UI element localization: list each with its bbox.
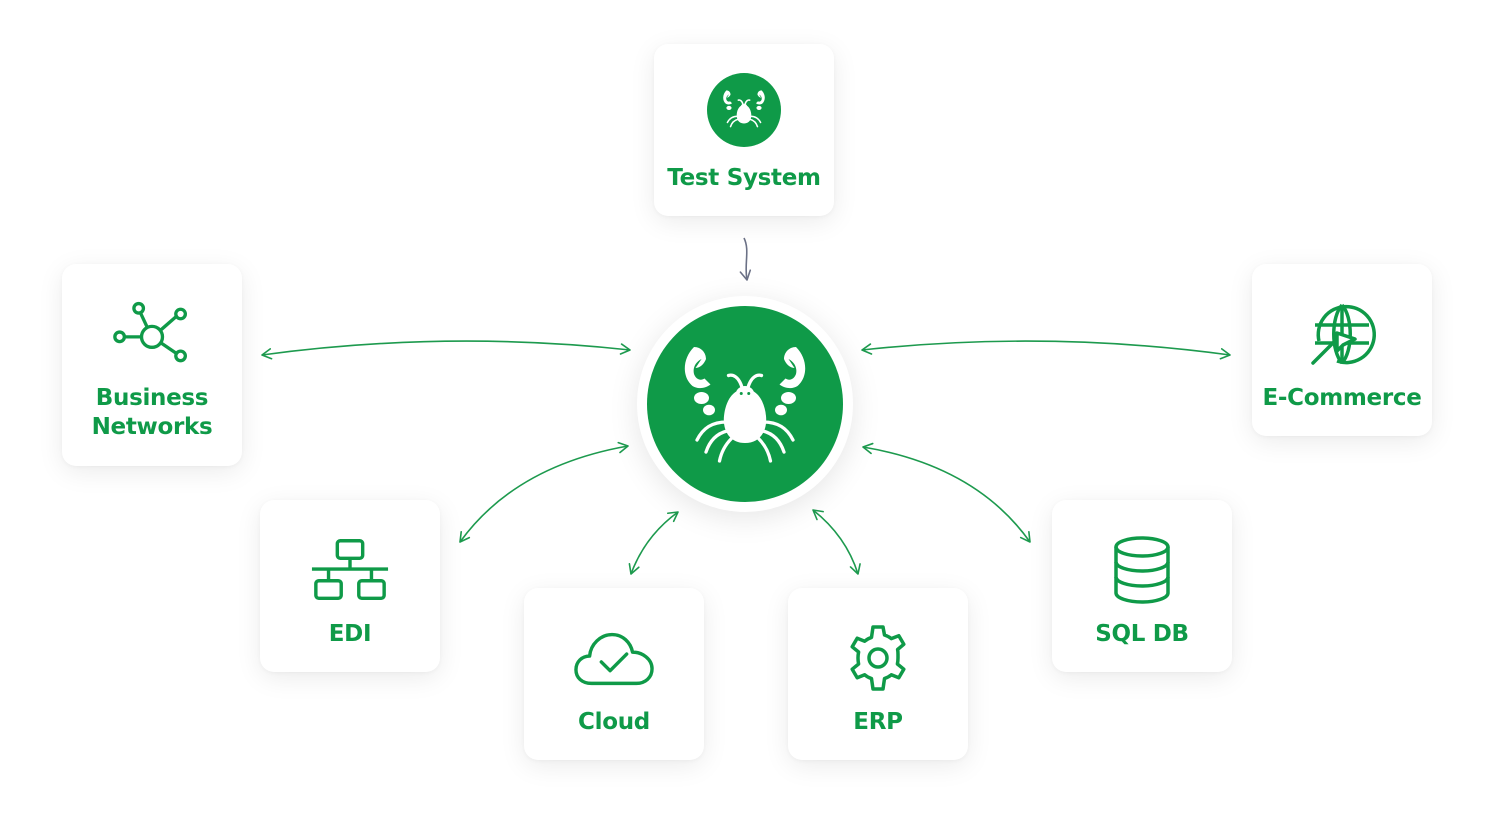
arrow-cloud-hub <box>628 511 679 575</box>
node-label: SQL DB <box>1095 621 1189 647</box>
node-cloud[interactable]: Cloud <box>524 588 704 760</box>
arrow-business-networks-hub <box>261 340 631 360</box>
node-business-networks[interactable]: Business Networks <box>62 264 242 466</box>
node-label: ERP <box>853 709 903 735</box>
arrow-sql-db-hub <box>862 442 1031 543</box>
cloud-check-icon <box>574 632 654 686</box>
arrow-edi-hub <box>459 441 629 543</box>
node-label: EDI <box>328 621 372 647</box>
crab-logo-icon <box>707 73 781 147</box>
arrow-e-commerce-hub <box>861 340 1231 360</box>
node-label: Business Networks <box>91 385 213 440</box>
globe-cursor-icon <box>1311 303 1376 365</box>
hierarchy-icon <box>311 539 389 600</box>
node-sql-db[interactable]: SQL DB <box>1052 500 1232 672</box>
node-erp[interactable]: ERP <box>788 588 968 760</box>
node-e-commerce[interactable]: E-Commerce <box>1252 264 1432 436</box>
network-nodes-icon <box>113 301 187 363</box>
hub-disc <box>647 306 843 502</box>
node-test-system[interactable]: Test System <box>654 44 834 216</box>
gear-icon <box>850 625 906 691</box>
arrow-erp-hub <box>812 509 861 575</box>
node-edi[interactable]: EDI <box>260 500 440 672</box>
node-label: E-Commerce <box>1262 385 1422 411</box>
node-label: Test System <box>667 165 821 191</box>
central-hub[interactable] <box>637 296 853 512</box>
node-label: Cloud <box>578 709 650 735</box>
crab-logo-icon <box>684 347 806 463</box>
arrow-test-system-to-hub <box>739 237 752 281</box>
database-icon <box>1114 536 1170 604</box>
